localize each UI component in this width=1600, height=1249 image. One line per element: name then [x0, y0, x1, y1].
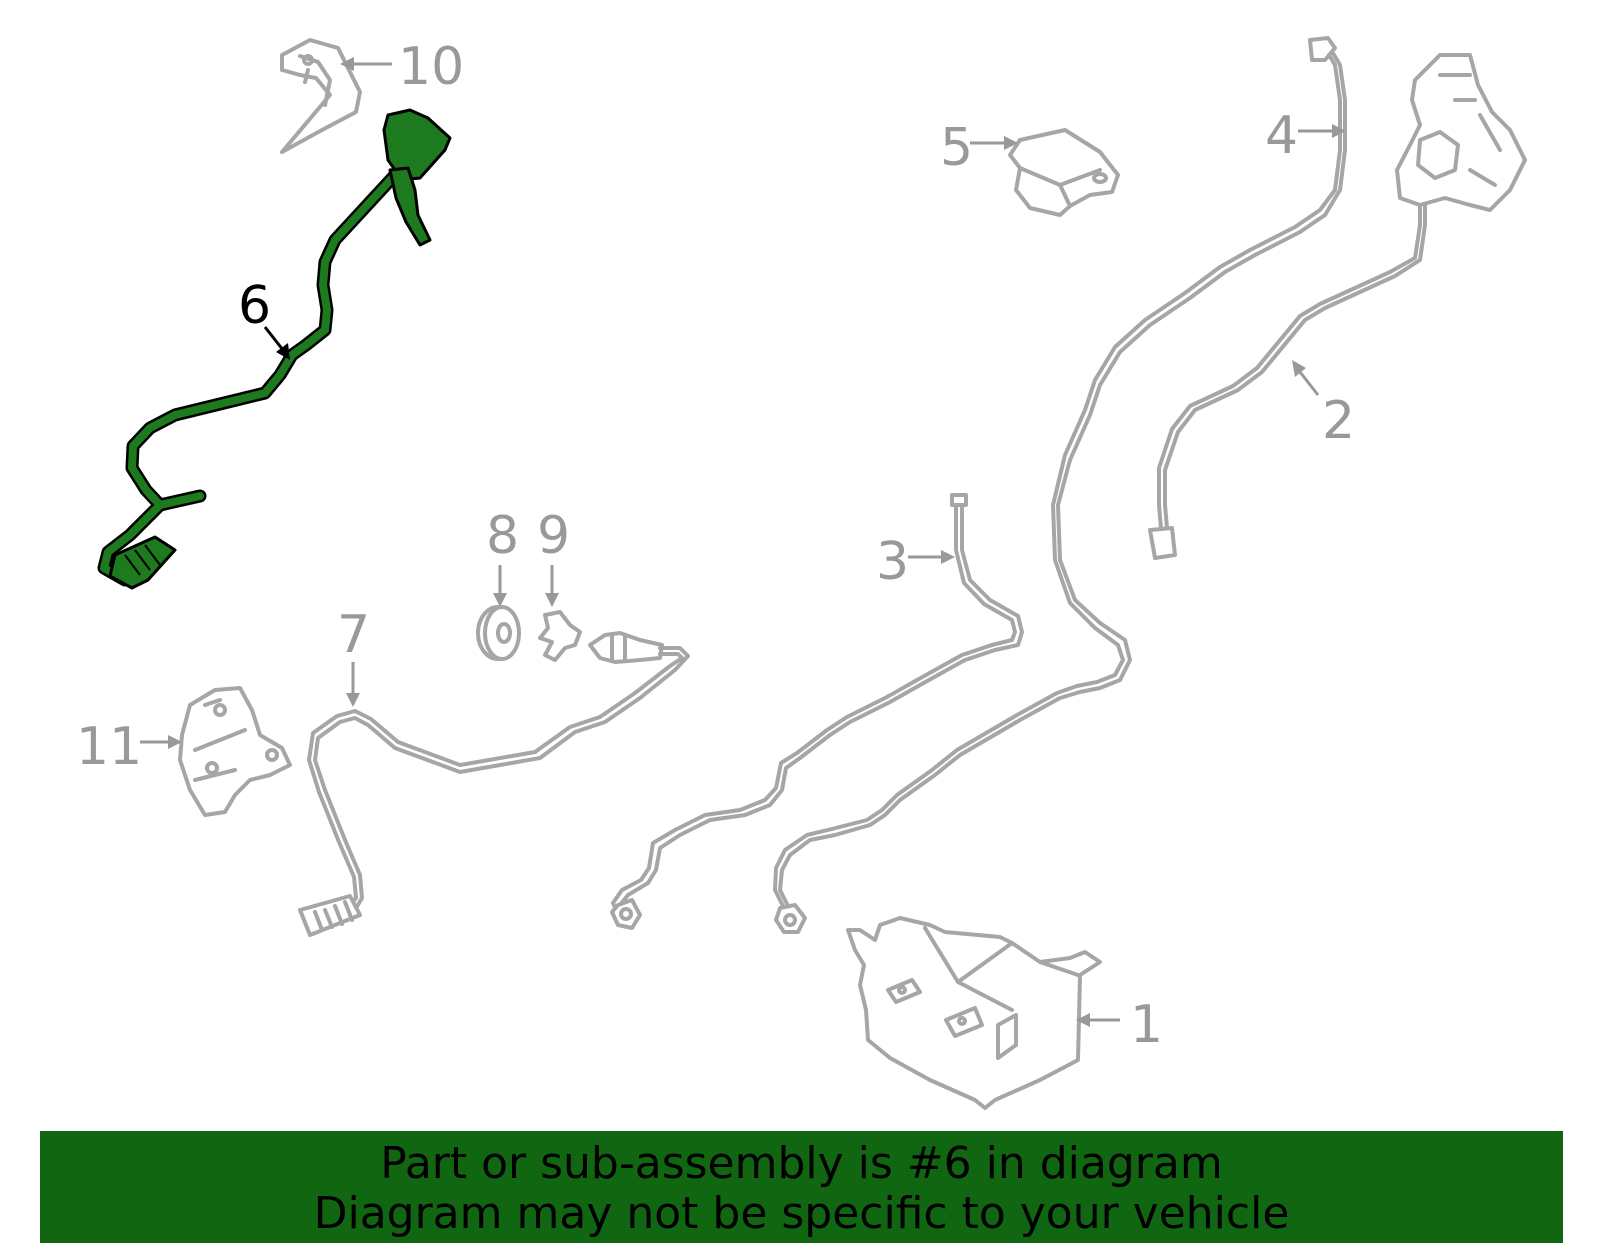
- callout-label-10[interactable]: 10: [398, 37, 464, 97]
- callout-arrow-1: [1076, 1013, 1120, 1027]
- callout-label-9[interactable]: 9: [537, 506, 570, 566]
- part-4-sensor-cable[interactable]: [773, 36, 1347, 934]
- callout-arrow-7: [346, 662, 360, 707]
- notice-banner: Part or sub-assembly is #6 in diagram Di…: [40, 1131, 1563, 1243]
- callout-label-6[interactable]: 6: [238, 276, 271, 336]
- callout-arrow-8: [493, 565, 507, 607]
- callout-label-4[interactable]: 4: [1265, 106, 1298, 166]
- callout-label-1[interactable]: 1: [1130, 995, 1163, 1055]
- part-2-vacuum-pump-tube[interactable]: [1148, 53, 1527, 560]
- part-9-clip[interactable]: [538, 610, 582, 662]
- part-6-oxygen-sensor-harness[interactable]: [97, 108, 452, 590]
- part-5-control-module[interactable]: [1008, 128, 1120, 217]
- part-8-washer[interactable]: [476, 605, 521, 661]
- part-3-sensor-cable[interactable]: [610, 493, 1024, 930]
- callout-label-11[interactable]: 11: [76, 717, 142, 777]
- callout-label-3[interactable]: 3: [876, 532, 909, 592]
- callout-label-7[interactable]: 7: [337, 605, 370, 665]
- parts-diagram: 10 6 5 4: [76, 36, 1527, 1110]
- callout-arrow-4: [1298, 124, 1346, 138]
- callout-arrow-3: [908, 550, 955, 564]
- callout-label-5[interactable]: 5: [940, 118, 973, 178]
- banner-line-part-number: Part or sub-assembly is #6 in diagram: [380, 1138, 1223, 1189]
- callout-arrow-2: [1292, 360, 1320, 396]
- part-7-sensor-harness[interactable]: [298, 631, 690, 937]
- callout-label-2[interactable]: 2: [1322, 391, 1355, 451]
- callout-label-8[interactable]: 8: [486, 506, 519, 566]
- banner-line-disclaimer: Diagram may not be specific to your vehi…: [313, 1188, 1290, 1239]
- part-1-canister[interactable]: [846, 916, 1102, 1110]
- callout-arrow-11: [140, 735, 182, 749]
- part-10-bracket[interactable]: [280, 38, 362, 154]
- callout-arrow-10: [340, 57, 392, 71]
- part-11-bracket[interactable]: [178, 686, 292, 817]
- callout-arrow-6: [263, 326, 290, 360]
- callout-arrow-5: [970, 136, 1018, 150]
- callout-arrow-9: [545, 565, 559, 607]
